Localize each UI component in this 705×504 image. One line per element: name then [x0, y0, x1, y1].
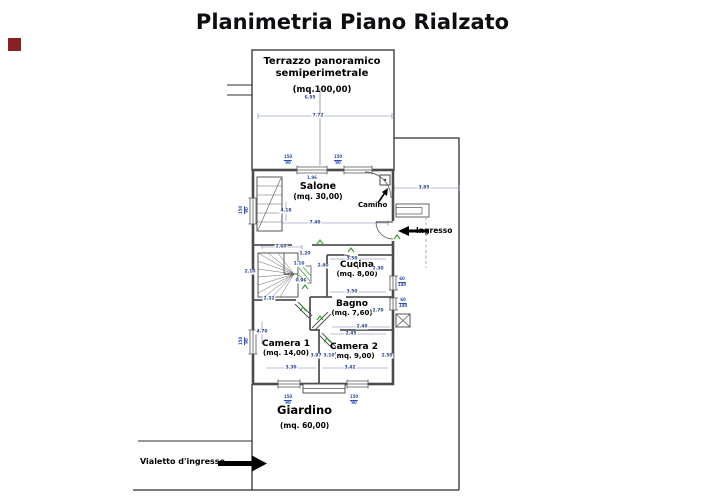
window-width: 60 [399, 276, 405, 281]
room-area: (mq. 7,60) [331, 309, 373, 317]
window-width: 1.96 [307, 174, 317, 180]
room-area: (mq.100,00) [292, 85, 352, 95]
window-label: 150 90 [349, 394, 359, 405]
window-right-1 [389, 275, 398, 291]
dim-cucina-350b: 3.50 [345, 289, 359, 295]
vialetto-arrow [218, 455, 267, 472]
room-area: (mq. 60,00) [280, 421, 330, 430]
dim-boundary-385: 3.85 [417, 185, 431, 191]
room-label-giardino: Giardino (mq. 60,00) [277, 403, 332, 430]
window-width: 150 [238, 336, 243, 346]
window-top-1 [296, 165, 328, 175]
room-area: (mq. 9,00) [333, 352, 375, 360]
interior-doors [294, 254, 359, 350]
room-name: Cucina [340, 260, 374, 270]
dim-camera1-397: 3.97 [309, 353, 323, 359]
window-height: 90 [283, 399, 293, 405]
window-bottom-1 [277, 379, 301, 389]
dim-terrace-655: 6.55 [303, 95, 317, 101]
window-width: 150 [238, 205, 243, 215]
window-left-2 [248, 329, 258, 355]
window-label: 1.96 [307, 174, 317, 181]
window-width: 150 [283, 394, 293, 399]
room-area: (mq. 8,00) [336, 270, 378, 278]
window-height: 140 [397, 281, 407, 287]
window-width: 60 [400, 297, 406, 302]
dim-stair-210: 2.10 [243, 269, 257, 275]
dim-salone-418: 4.18 [279, 208, 293, 214]
room-label-camera2: Camera 2 (mq. 9,00) [330, 342, 378, 360]
window-width: 150 [349, 394, 359, 399]
ingresso-arrow [398, 226, 429, 236]
window-height: 90 [283, 159, 293, 165]
property-boundary [133, 84, 460, 491]
window-left-1 [248, 197, 258, 225]
window-label: 60 140 [397, 276, 407, 287]
shaft-box [395, 313, 411, 328]
bottom-sill [302, 383, 346, 394]
window-height: 90 [333, 159, 343, 165]
dim-stair-240: 2.40 [316, 263, 330, 269]
room-label-camera1: Camera 1 (mq. 14,00) [262, 339, 310, 357]
ingresso-label: Ingresso [416, 226, 453, 235]
dim-terrace-772: 7.72 [311, 113, 325, 119]
window-height: 90 [243, 336, 249, 346]
window-label: 60 140 [398, 297, 408, 308]
camino-label: Camino [358, 201, 388, 209]
dim-camera2-250: 2.50 [380, 353, 394, 359]
fixture-marks [299, 234, 401, 343]
room-name: Camera 2 [329, 342, 379, 352]
window-width: 150 [283, 154, 293, 159]
window-bottom-2 [346, 379, 369, 389]
dim-bagno-270: 2.70 [371, 308, 385, 314]
dim-camera2-245: 2.45 [344, 331, 358, 337]
page-title: Planimetria Piano Rialzato [195, 10, 510, 34]
dim-salone-740: 7.40 [308, 220, 322, 226]
room-name: Giardino [277, 403, 333, 417]
window-label: 150 90 [283, 154, 293, 165]
dim-camera1-470: 4.70 [255, 329, 269, 335]
room-name: Salone [299, 181, 337, 192]
entrance-steps [395, 203, 430, 268]
room-label-cucina: Cucina (mq. 8,00) [336, 260, 377, 278]
window-width: 150 [333, 154, 343, 159]
dim-camera2-342: 3.42 [343, 365, 357, 371]
stair-winder [257, 252, 312, 298]
room-name: Terrazzo panoramico semiperimetrale [263, 56, 381, 79]
dim-stair-232: 2.32 [262, 296, 276, 302]
room-name: Camera 1 [261, 339, 311, 349]
stair-upper [256, 176, 283, 232]
room-area: (mq. 14,00) [263, 349, 309, 357]
room-label-salone: Salone (mq. 30,00) [293, 181, 342, 201]
entrance-door [375, 221, 397, 241]
window-label: 150 90 [333, 154, 343, 165]
dim-stair-120: 1.20 [298, 251, 312, 257]
dim-bagno-240: 2.40 [355, 324, 369, 330]
window-top-2 [343, 165, 373, 175]
window-height: 90 [349, 399, 359, 405]
dim-cucina-350a: 3.50 [345, 256, 359, 262]
window-height: 140 [398, 302, 408, 308]
dim-stair-096: 0.96 [294, 278, 308, 284]
window-height: 90 [243, 205, 249, 215]
window-label: 150 90 [238, 336, 249, 346]
room-label-bagno: Bagno (mq. 7,60) [331, 299, 372, 317]
window-right-2 [389, 297, 398, 311]
dim-cucina-230: 2.30 [371, 266, 385, 272]
room-name: Bagno [336, 299, 368, 309]
dim-camera2-310: 3.10 [322, 353, 336, 359]
dim-stair-116: 1.16 [292, 261, 306, 267]
red-square-marker [8, 38, 21, 51]
window-label: 150 90 [238, 205, 249, 215]
fireplace-icon [364, 171, 392, 204]
dim-camera1-330: 3.30 [284, 365, 298, 371]
window-label: 150 90 [283, 394, 293, 405]
room-label-terrazzo: Terrazzo panoramico semiperimetrale (mq.… [256, 56, 388, 95]
vialetto-label: Vialetto d'ingresso [140, 457, 226, 466]
dim-stair-260: 2.60 [274, 244, 288, 250]
room-area: (mq. 30,00) [293, 192, 343, 201]
